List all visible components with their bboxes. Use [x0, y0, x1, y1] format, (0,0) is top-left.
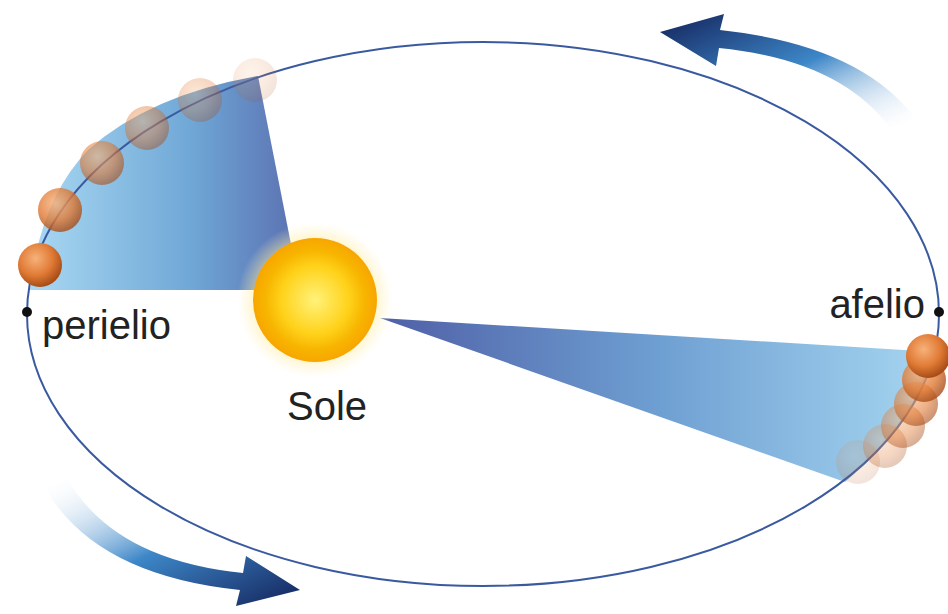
sun: [253, 238, 377, 362]
planet-positions: [18, 58, 277, 287]
orbit-label: perielio: [42, 305, 171, 345]
orbit-label: afelio: [829, 284, 925, 324]
orbit: [27, 42, 939, 586]
sun-glow: [237, 222, 393, 378]
direction-arrow: [45, 480, 300, 606]
orbit-label: Sole: [287, 386, 367, 426]
aphelion-dot: [934, 307, 944, 317]
planet-positions: [836, 334, 948, 484]
direction-arrow: [660, 14, 915, 128]
perihelion-dot: [22, 307, 32, 317]
